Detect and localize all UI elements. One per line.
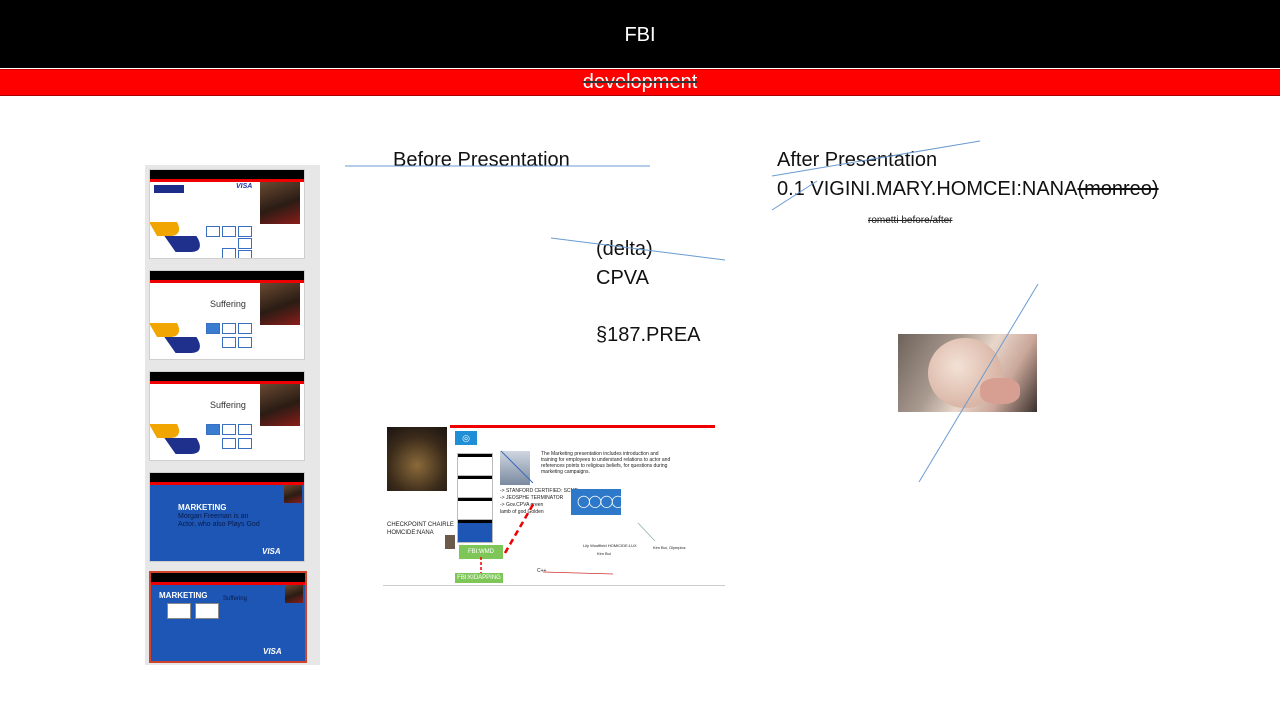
visa-logo: VISA xyxy=(262,547,281,556)
fbi-kidapping-box: FBI:KIDAPPING xyxy=(455,573,503,583)
thumb-title: Suffering xyxy=(210,400,246,410)
fbi-wmd-box: FBI:WMD xyxy=(459,545,503,559)
embedded-slide-image: CHECKPOINT CHAIRLE HOMCIDE:NANA ◎ The Ma… xyxy=(383,423,725,586)
visa-logo: VISA xyxy=(263,647,282,656)
portrait-image xyxy=(285,585,303,603)
embed-list: -> STANFORD CERTIFIED: SCMP -> JEOSPHE T… xyxy=(500,488,579,515)
baby-photo xyxy=(898,334,1037,412)
slide-thumbnail-4[interactable]: MARKETING Morgan Freeman is an Actor, wh… xyxy=(149,472,305,562)
slide-thumbnail-5-selected[interactable]: MARKETING Suffering VISA xyxy=(149,571,307,663)
thumbnail-strip[interactable]: VISA Suffering Suffering MARKETING Morga… xyxy=(145,165,320,665)
embed-caption: CHECKPOINT CHAIRLE HOMCIDE:NANA xyxy=(387,521,454,537)
un-logo-icon: ◎ xyxy=(455,431,477,445)
thumb-title: MARKETING xyxy=(178,503,227,512)
portrait-image xyxy=(260,384,300,426)
thumb-text: Morgan Freeman is an Actor, who also Pla… xyxy=(178,513,260,528)
portrait-image xyxy=(284,485,302,503)
after-line-struck: (monreo) xyxy=(1077,178,1159,200)
portrait-image xyxy=(260,283,300,325)
slide-title: FBI xyxy=(624,24,656,46)
cplus-label: C++ xyxy=(537,568,547,574)
embed-caption-line1: CHECKPOINT CHAIRLE xyxy=(387,522,454,528)
thumb-title: Suffering xyxy=(210,299,246,309)
thumb-extra: Suffering xyxy=(223,596,247,602)
delta-label: (delta) xyxy=(596,238,653,260)
title-bar: FBI xyxy=(0,0,1280,68)
person-a-sub: Kim Bui xyxy=(597,551,611,556)
slide-thumbnail-3[interactable]: Suffering xyxy=(149,371,305,461)
person-a-label: Lily Wooffield HOMICIDE:LUX xyxy=(583,543,637,548)
artifact-image xyxy=(387,427,447,491)
slide-thumbnail-2[interactable]: Suffering xyxy=(149,270,305,360)
small-note: rometti before/after xyxy=(868,215,953,226)
slide-thumbnail-1[interactable]: VISA xyxy=(149,169,305,259)
thumb-title: MARKETING xyxy=(159,591,208,600)
olympic-rings-image: ◯◯◯◯◯ xyxy=(571,489,636,515)
after-presentation-line: 0.1 VIGINI.MARY.HOMCEI:NANA(monreo) xyxy=(777,178,1159,201)
subtitle-bar: development xyxy=(0,69,1280,96)
portrait-image xyxy=(260,182,300,224)
person-image xyxy=(500,451,530,485)
slide-subtitle: development xyxy=(582,71,698,93)
visa-logo: VISA xyxy=(236,183,253,190)
after-line-text: 0.1 VIGINI.MARY.HOMCEI:NANA xyxy=(777,178,1078,200)
cpva-label: CPVA xyxy=(596,267,649,289)
person-b-label: Kim Bui, Olympics xyxy=(653,545,686,550)
embed-caption-line2: HOMCIDE:NANA xyxy=(387,530,434,536)
embed-arrows xyxy=(480,450,656,575)
embed-paragraph: The Marketing presentation includes intr… xyxy=(541,451,671,475)
section-label: §187.PREA xyxy=(596,324,701,346)
